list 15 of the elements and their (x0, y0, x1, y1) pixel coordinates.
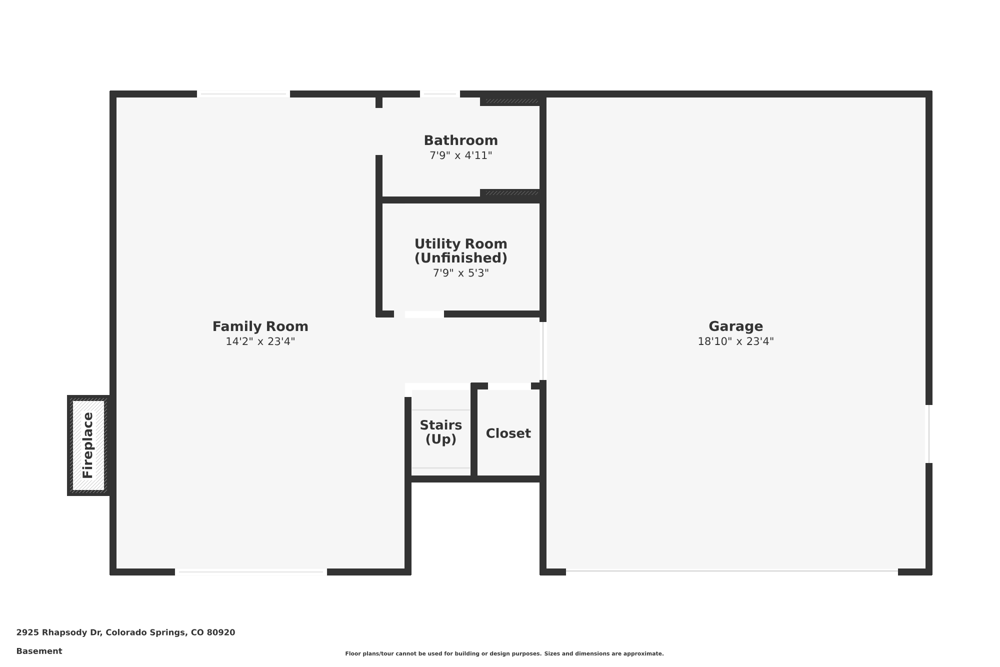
room-area: Family Room 14'2" x 23'4" (116, 97, 405, 569)
floor-name: Basement (17, 648, 62, 654)
room-area: Stairs (Up) (412, 390, 470, 476)
room-area: Utility Room (Unfinished) 7'9" x 5'3" (383, 204, 539, 311)
fireplace-box: Fireplace (81, 410, 96, 480)
room-area: Closet (478, 390, 539, 476)
node-label: Bathroom (424, 134, 498, 146)
room-area: Garage 18'10" x 23'4" (547, 97, 925, 569)
node-label: 7'9" x 5'3" (434, 268, 488, 277)
node-label: Utility Room (Unfinished) (415, 238, 507, 264)
address-text: 2925 Rhapsody Dr, Colorado Springs, CO 80920 (16, 628, 235, 637)
node-label: 7'9" x 4'11" (430, 151, 492, 160)
node-label: 14'2" x 23'4" (226, 337, 294, 346)
node-label: Family Room (214, 320, 308, 334)
room-area: Bathroom 7'9" x 4'11" (383, 97, 539, 197)
